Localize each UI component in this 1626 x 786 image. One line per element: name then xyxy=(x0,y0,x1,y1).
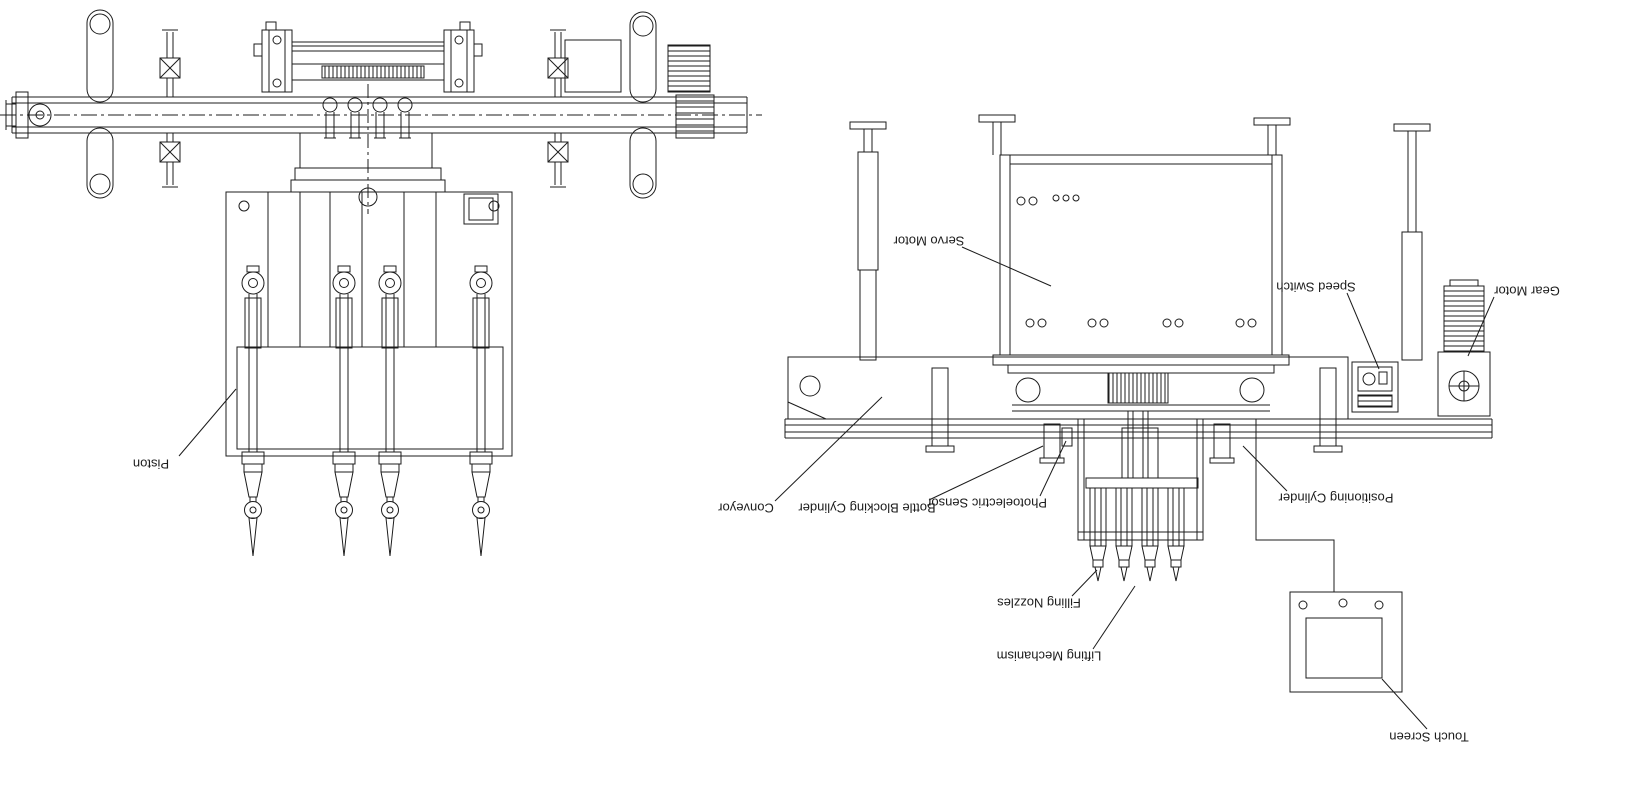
chain-sprocket xyxy=(5,91,52,139)
label-piston: Piston xyxy=(133,388,237,472)
positioning-cylinder-label-text: Positioning Cylinder xyxy=(1278,491,1394,506)
rail-control-box xyxy=(564,39,622,93)
gear-motor-part xyxy=(1437,279,1491,417)
leveling-leg-outer-right xyxy=(1393,123,1431,361)
touch-screen-cable xyxy=(1255,419,1335,592)
label-speed-switch: Speed Switch xyxy=(1276,280,1380,370)
label-bottle-blocking-cylinder: Bottle Blocking Cylinder xyxy=(798,445,1044,516)
gear-motor-label-text: Gear Motor xyxy=(1493,284,1559,299)
right-view: Servo Motor Speed Switch Gear Motor Conv… xyxy=(718,114,1560,745)
cross-fitting-left xyxy=(159,29,181,188)
gear-motor-top-view xyxy=(667,44,715,139)
guide-arm-left xyxy=(86,9,114,199)
positioning-cylinder-part xyxy=(1209,423,1235,464)
speed-switch-part xyxy=(1351,361,1399,413)
support-post-right xyxy=(1313,367,1343,453)
touch-screen-panel xyxy=(1289,591,1403,693)
base-mechanism xyxy=(992,354,1290,412)
servo-motor-housing xyxy=(999,154,1283,356)
bottle-blocking-cylinder-label-text: Bottle Blocking Cylinder xyxy=(798,501,936,516)
leveling-leg-outer-left xyxy=(849,121,887,361)
label-lifting-mechanism: Lifting Mechanism xyxy=(997,585,1136,664)
label-conveyor: Conveyor xyxy=(718,396,883,516)
label-filling-nozzles: Filling Nozzles xyxy=(997,569,1098,611)
bottle-blocking-cylinder-part xyxy=(1039,423,1065,464)
manifold-tank xyxy=(236,346,504,450)
lifting-mechanism-part xyxy=(1077,411,1204,541)
piston-label-text: Piston xyxy=(133,457,169,472)
machine-body xyxy=(225,191,513,457)
label-photoelectric-sensor: Photoelectric Sensor xyxy=(926,440,1067,511)
touch-screen-label-text: Touch Screen xyxy=(1389,730,1469,745)
piston-assemblies xyxy=(241,265,493,557)
carriage-assembly xyxy=(253,21,483,93)
guide-arm-right xyxy=(629,11,657,199)
left-view: Piston xyxy=(0,9,762,557)
servo-motor-label-text: Servo Motor xyxy=(893,234,964,249)
speed-switch-label-text: Speed Switch xyxy=(1276,280,1356,295)
label-touch-screen: Touch Screen xyxy=(1381,678,1469,745)
conveyor-rails xyxy=(784,418,1493,439)
photoelectric-sensor-part xyxy=(1061,427,1073,447)
label-gear-motor: Gear Motor xyxy=(1467,284,1560,357)
label-positioning-cylinder: Positioning Cylinder xyxy=(1242,445,1394,506)
leveling-leg-inner-right xyxy=(1253,117,1291,155)
label-servo-motor: Servo Motor xyxy=(893,234,1052,287)
support-post-left xyxy=(925,367,955,453)
conveyor-label-text: Conveyor xyxy=(718,501,774,516)
lifting-mechanism-label-text: Lifting Mechanism xyxy=(997,649,1102,664)
leveling-leg-inner-left xyxy=(978,114,1016,155)
photoelectric-sensor-label-text: Photoelectric Sensor xyxy=(926,496,1047,511)
filling-nozzles-part xyxy=(1089,487,1185,582)
conveyor-rail-top-view xyxy=(0,96,762,134)
filling-nozzles-label-text: Filling Nozzles xyxy=(997,596,1081,611)
